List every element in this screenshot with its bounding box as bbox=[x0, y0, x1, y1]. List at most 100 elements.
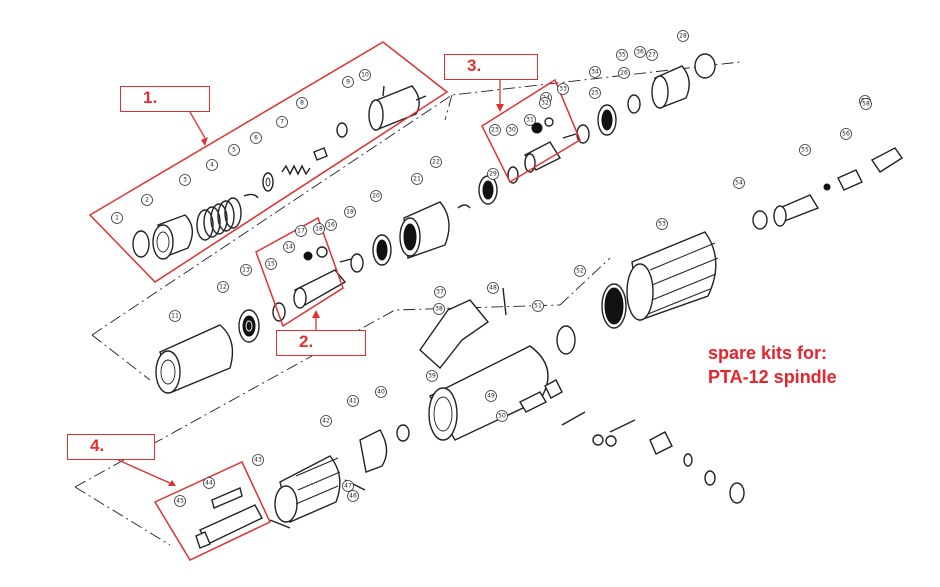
part-bubble-41: 41 bbox=[347, 395, 359, 407]
part-bubble-35: 35 bbox=[616, 49, 628, 61]
part-bubble-label: 30 bbox=[508, 127, 516, 134]
part-bubble-label: 17 bbox=[297, 228, 305, 235]
part-bubble-48: 48 bbox=[487, 282, 499, 294]
part-bubble-16: 16 bbox=[325, 219, 337, 231]
part-bubble-8: 8 bbox=[296, 97, 308, 109]
part-bubble-label: 25 bbox=[591, 90, 599, 97]
part-bubble-51: 51 bbox=[532, 300, 544, 312]
assembly-axis-lines bbox=[74, 61, 741, 546]
part-bubble-label: 1 bbox=[115, 215, 119, 222]
part-bubble-27: 27 bbox=[646, 49, 658, 61]
kit-label-4: 4. bbox=[67, 434, 155, 460]
part-bubble-47: 47 bbox=[342, 480, 354, 492]
part-bubble-label: 10 bbox=[361, 72, 369, 79]
part-bubble-label: 51 bbox=[534, 303, 542, 310]
part-bubble-33: 33 bbox=[557, 83, 569, 95]
part-bubble-label: 52 bbox=[576, 268, 584, 275]
part-bubble-label: 9 bbox=[346, 79, 350, 86]
part-bubble-label: 29 bbox=[489, 171, 497, 178]
part-bubble-label: 47 bbox=[344, 483, 352, 490]
part-bubble-49: 49 bbox=[485, 390, 497, 402]
part-bubble-19: 19 bbox=[344, 206, 356, 218]
part-bubble-56: 56 bbox=[840, 128, 852, 140]
part-bubble-label: 6 bbox=[254, 135, 258, 142]
part-bubble-43: 43 bbox=[252, 454, 264, 466]
part-bubble-7: 7 bbox=[276, 116, 288, 128]
part-bubble-label: 12 bbox=[219, 284, 227, 291]
note-line-1: spare kits for: bbox=[708, 343, 828, 363]
part-bubble-label: 3 bbox=[183, 177, 187, 184]
part-bubble-label: 41 bbox=[349, 398, 357, 405]
part-bubble-31: 31 bbox=[524, 114, 536, 126]
part-bubble-label: 7 bbox=[280, 119, 284, 126]
part-bubble-label: 58 bbox=[862, 101, 870, 108]
part-bubble-20: 20 bbox=[370, 190, 382, 202]
housing-parts bbox=[556, 147, 903, 355]
part-bubble-label: 28 bbox=[679, 33, 687, 40]
main-body bbox=[419, 287, 745, 504]
part-bubble-label: 55 bbox=[801, 147, 809, 154]
part-bubble-46: 46 bbox=[347, 490, 359, 502]
part-bubble-label: 39 bbox=[428, 373, 436, 380]
part-bubble-label: 11 bbox=[171, 313, 179, 320]
part-bubble-36: 36 bbox=[634, 46, 646, 58]
part-bubble-15: 15 bbox=[265, 258, 277, 270]
kit-label-1-text: 1. bbox=[143, 88, 158, 107]
kit-1-parts bbox=[132, 85, 427, 260]
part-bubble-label: 21 bbox=[413, 176, 421, 183]
part-bubble-12: 12 bbox=[217, 281, 229, 293]
part-bubble-label: 34 bbox=[591, 69, 599, 76]
part-bubble-1: 1 bbox=[111, 212, 123, 224]
part-bubble-label: 8 bbox=[300, 100, 304, 107]
part-bubble-label: 46 bbox=[349, 493, 357, 500]
part-bubble-label: 56 bbox=[842, 131, 850, 138]
part-bubble-22: 22 bbox=[430, 156, 442, 168]
part-bubble-28: 28 bbox=[677, 30, 689, 42]
part-bubble-label: 26 bbox=[620, 70, 628, 77]
part-bubble-label: 22 bbox=[432, 159, 440, 166]
part-bubble-label: 53 bbox=[658, 221, 666, 228]
upper-right-parts bbox=[576, 53, 716, 144]
kit-label-1: 1. bbox=[120, 86, 210, 112]
part-bubble-14: 14 bbox=[283, 241, 295, 253]
part-bubble-label: 48 bbox=[489, 285, 497, 292]
part-bubble-label: 42 bbox=[322, 418, 330, 425]
part-bubble-2: 2 bbox=[141, 194, 153, 206]
part-bubble-label: 19 bbox=[346, 209, 354, 216]
kit-label-3: 3. bbox=[444, 54, 538, 80]
part-bubble-17: 17 bbox=[295, 225, 307, 237]
part-bubble-53: 53 bbox=[656, 218, 668, 230]
part-bubble-55: 55 bbox=[799, 144, 811, 156]
part-bubble-32: 32 bbox=[539, 97, 551, 109]
part-bubble-label: 32 bbox=[541, 100, 549, 107]
part-bubble-52: 52 bbox=[574, 265, 586, 277]
part-bubble-58: 58 bbox=[860, 98, 872, 110]
part-bubble-label: 5 bbox=[232, 147, 236, 154]
spring-6 bbox=[281, 164, 311, 176]
part-bubble-9: 9 bbox=[342, 76, 354, 88]
part-bubble-label: 27 bbox=[648, 52, 656, 59]
part-bubble-5: 5 bbox=[228, 144, 240, 156]
part-bubble-label: 54 bbox=[735, 180, 743, 187]
housing-ribs bbox=[647, 242, 719, 315]
note-line-2: PTA-12 spindle bbox=[708, 367, 837, 387]
part-bubble-30: 30 bbox=[506, 124, 518, 136]
part-bubble-label: 33 bbox=[559, 86, 567, 93]
part-bubble-40: 40 bbox=[375, 386, 387, 398]
part-bubble-label: 2 bbox=[145, 197, 149, 204]
part-bubble-25: 25 bbox=[589, 87, 601, 99]
kit-label-2: 2. bbox=[276, 330, 366, 356]
kit-4-parts bbox=[195, 487, 263, 549]
part-bubble-37: 37 bbox=[434, 286, 446, 298]
part-bubble-label: 18 bbox=[315, 226, 323, 233]
part-bubble-4: 4 bbox=[206, 159, 218, 171]
part-bubble-label: 45 bbox=[176, 498, 184, 505]
part-bubble-39: 39 bbox=[426, 370, 438, 382]
part-bubble-42: 42 bbox=[320, 415, 332, 427]
kit-label-2-text: 2. bbox=[299, 332, 314, 351]
kit-4-outline bbox=[153, 461, 271, 561]
kit-1-outline bbox=[88, 41, 449, 283]
part-bubble-3: 3 bbox=[179, 174, 191, 186]
part-bubble-6: 6 bbox=[250, 132, 262, 144]
